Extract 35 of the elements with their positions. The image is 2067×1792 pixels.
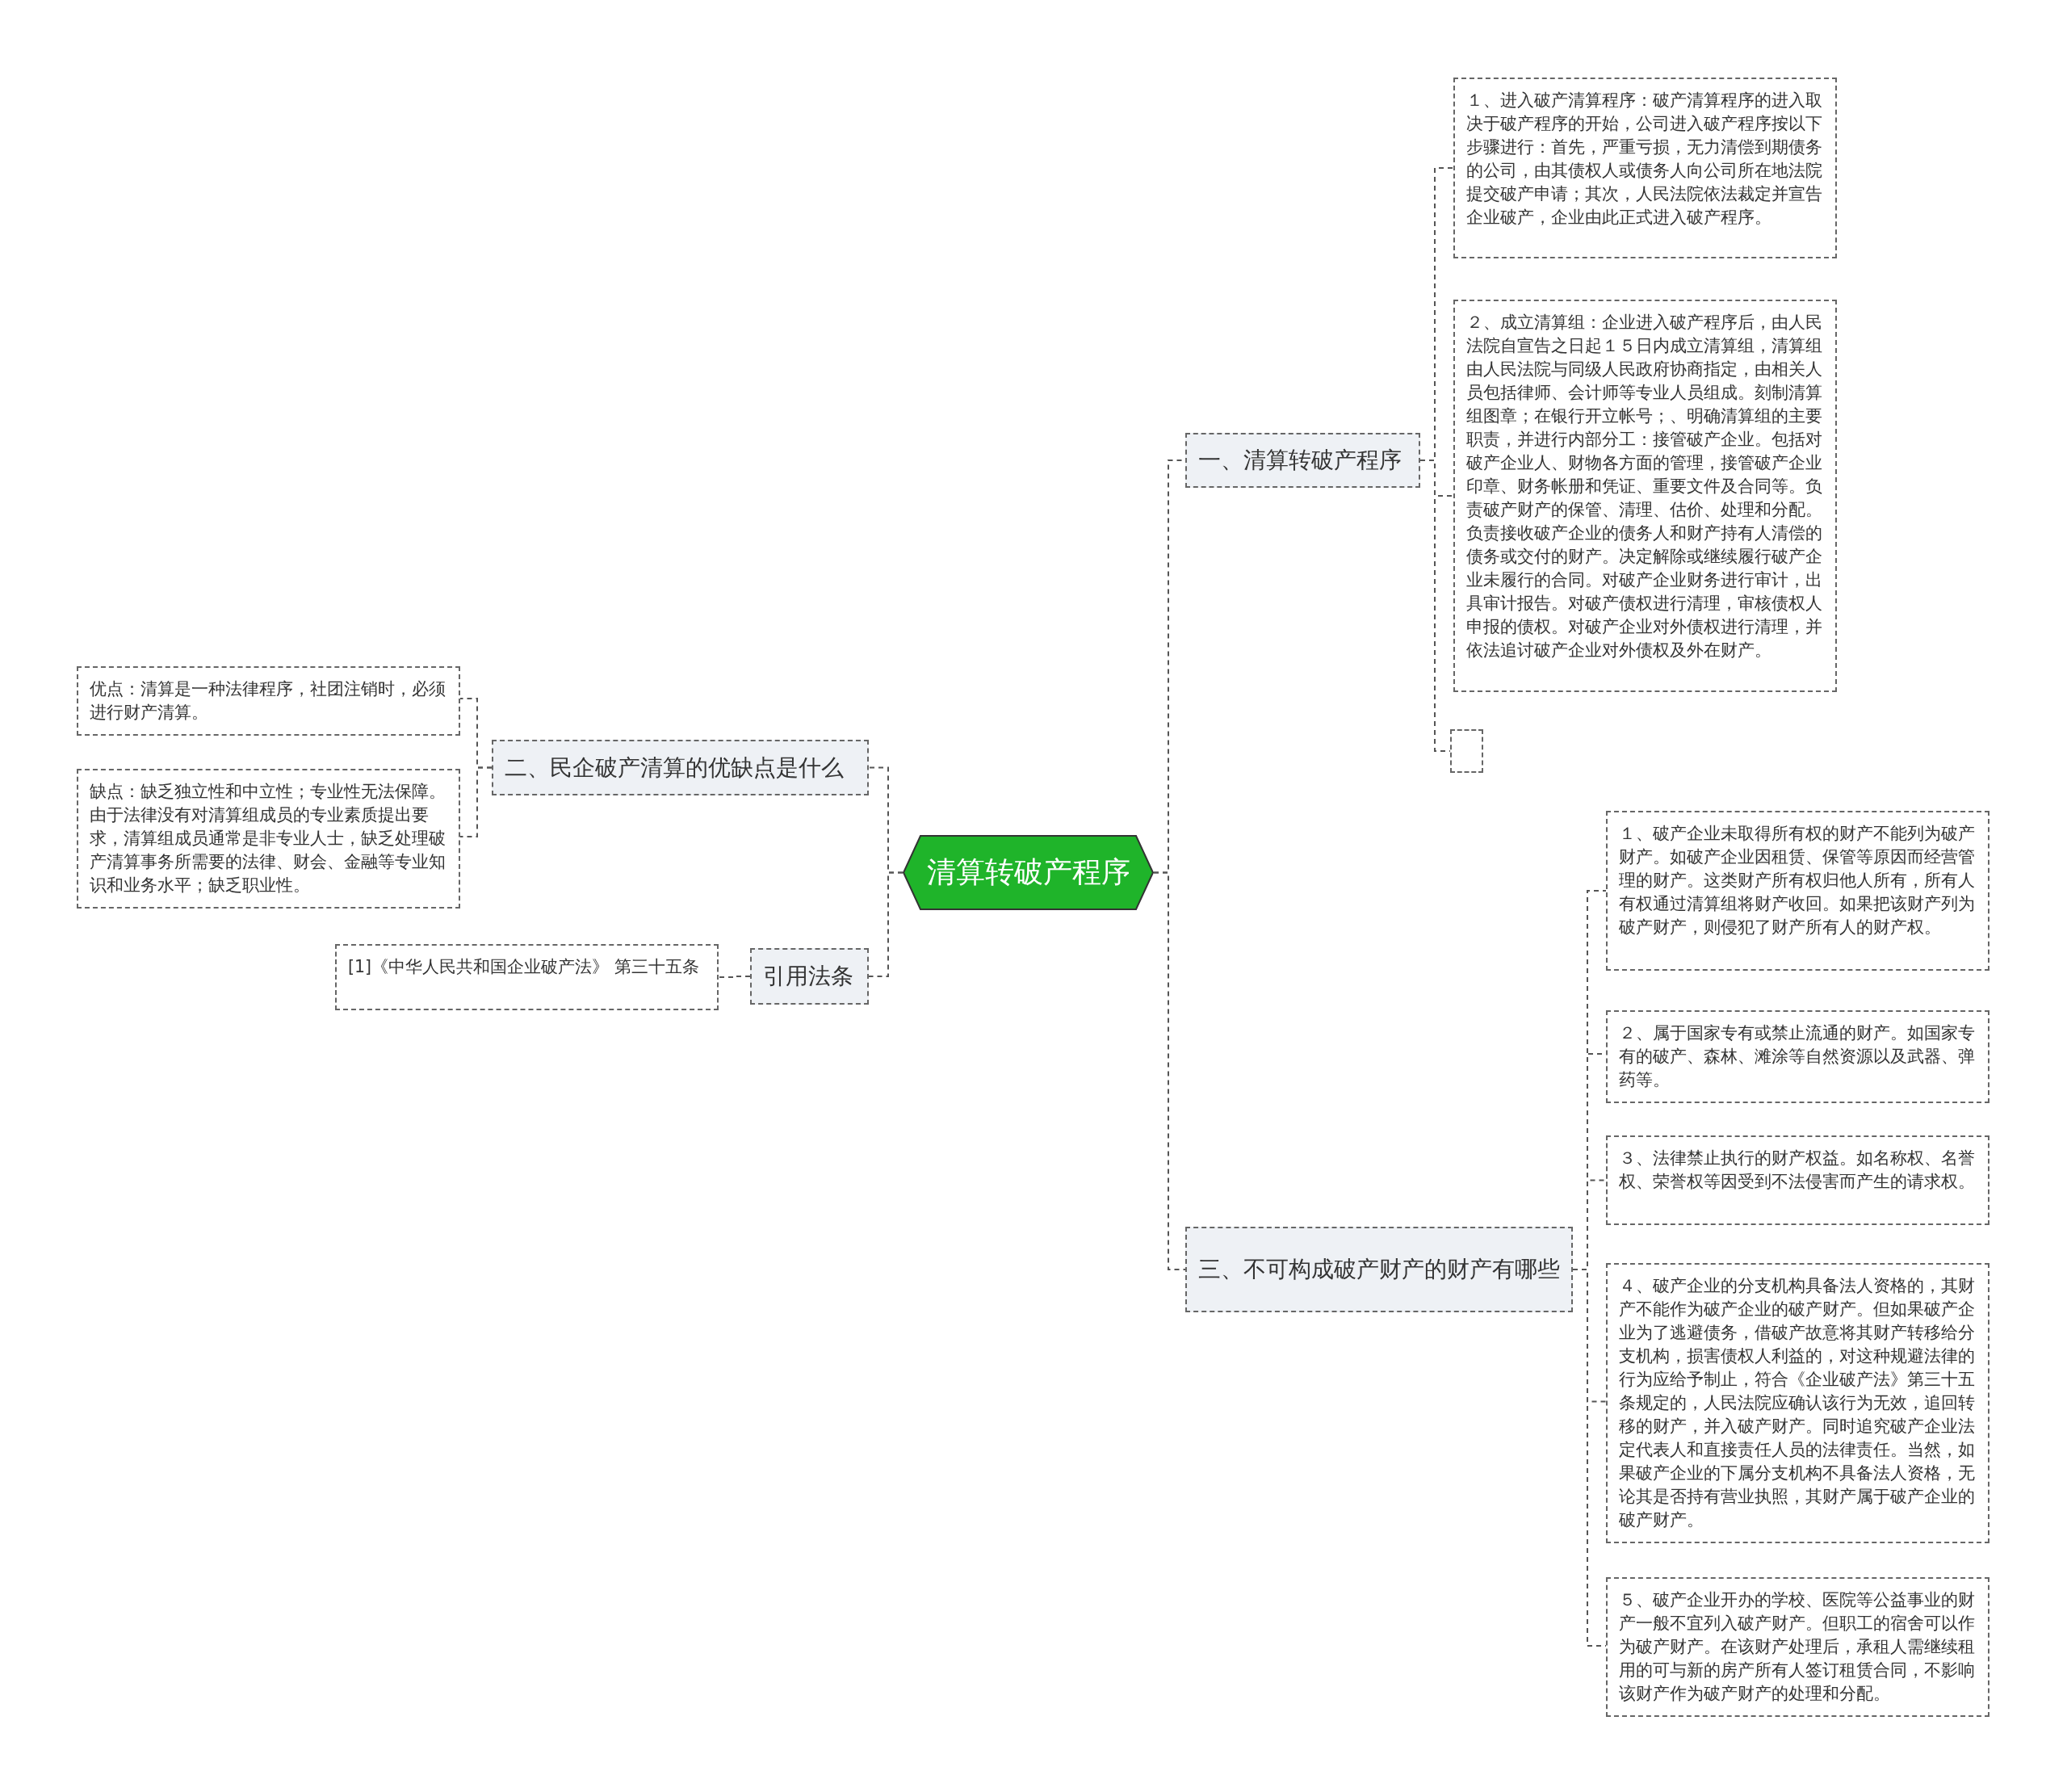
topic-box bbox=[492, 740, 869, 795]
note-box bbox=[1453, 78, 1837, 258]
note-box bbox=[335, 944, 719, 1010]
note-box bbox=[1606, 1135, 1989, 1225]
topic-text: 二、民企破产清算的优缺点是什么 bbox=[505, 753, 844, 783]
note-text: ４、破产企业的分支机构具备法人资格的，其财产不能作为破产企业的破产财产。但如果破产企业为了逃避债务，借破产故意将其财产转移给分支机构，损害债权人利益的，对这种规避法律的行为应给予制止，符合《企业破产法》第三十五条规定的，人民法院应确认该行为无效，追回转移的财产，并入破产财产。同时追究破产企业法定代表人和直接责任人员的法律责任。当然，如果破产企业的下属分支机构不具备法人资格，无论其是否持有营业执照，其财产属于破产企业的破产财产。 bbox=[1619, 1276, 1975, 1530]
note-text: 优点：清算是一种法律程序，社团注销时，必须进行财产清算。 bbox=[90, 679, 446, 722]
topic-text: 引用法条 bbox=[763, 962, 853, 991]
note-box bbox=[1453, 300, 1837, 692]
topic-text: 一、清算转破产程序 bbox=[1198, 446, 1402, 475]
connector-line bbox=[718, 976, 751, 978]
connector-line bbox=[1153, 871, 1186, 1270]
connector-line bbox=[868, 871, 904, 977]
note-box bbox=[77, 769, 460, 909]
note-text: ２、属于国家专有或禁止流通的财产。如国家专有的破产、森林、滩涂等自然资源以及武器、弹药等。 bbox=[1619, 1023, 1975, 1089]
central-topic-hexagon bbox=[903, 835, 1154, 910]
note-text: １、进入破产清算程序：破产清算程序的进入取决于破产程序的开始，公司进入破产程序按以下步骤进行：首先，严重亏损，无力清偿到期债务的公司，由其债权人或债务人向公司所在地法院提交破产申请；其次，人民法院依法裁定并宣告企业破产，企业由此正式进入破产程序。 bbox=[1466, 90, 1822, 227]
note-text: 缺点：缺乏独立性和中立性；专业性无法保障。由于法律没有对清算组成员的专业素质提出要求，清算组成员通常是非专业人士，缺乏处理破产清算事务所需要的法律、财会、金融等专业知识和业务水平；缺乏职业性。 bbox=[90, 782, 446, 895]
topic-text: 三、不可构成破产财产的财产有哪些 bbox=[1198, 1255, 1560, 1284]
note-text: １、破产企业未取得所有权的财产不能列为破产财产。如破产企业因租赁、保管等原因而经营管理的财产。这类财产所有权归他人所有，所有人有权通过清算组将财产收回。如果把该财产列为破产财产，则侵犯了财产所有人的财产权。 bbox=[1619, 824, 1975, 937]
note-box bbox=[1606, 1263, 1989, 1543]
topic-box bbox=[1185, 433, 1420, 488]
note-text: ２、成立清算组：企业进入破产程序后，由人民法院自宣告之日起１５日内成立清算组，清算组由人民法院与同级人民政府协商指定，由相关人员包括律师、会计师等专业人员组成。刻制清算组图章；在银行开立帐号；、明确清算组的主要职责，并进行内部分工：接管破产企业。包括对破产企业人、财物各方面的管理，接管破产企业印章、财务帐册和凭证、重要文件及合同等。负责破产财产的保管、清理、估价、处理和分配。负责接收破产企业的债务人和财产持有人清偿的债务或交付的财产。决定解除或继续履行破产企业未履行的合同。对破产企业财务进行审计，出具审计报告。对破产债权进行清理，审核债权人申报的债权。对破产企业对外债权进行清理，并依法追讨破产企业对外债权及外在财产。 bbox=[1466, 313, 1822, 660]
connector-line bbox=[459, 766, 493, 837]
note-box bbox=[1606, 1577, 1989, 1717]
topic-box bbox=[750, 948, 869, 1005]
empty-box bbox=[1450, 729, 1483, 773]
note-text: [1]《中华人民共和国企业破产法》 第三十五条 bbox=[348, 957, 699, 976]
note-box bbox=[1606, 1010, 1989, 1103]
central-topic-text: 清算转破产程序 bbox=[926, 854, 1130, 890]
note-text: ３、法律禁止执行的财产权益。如名称权、名誉权、荣誉权等因受到不法侵害而产生的请求权。 bbox=[1619, 1148, 1975, 1191]
topic-box bbox=[1185, 1227, 1573, 1312]
note-box bbox=[77, 666, 460, 736]
note-text: ５、破产企业开办的学校、医院等公益事业的财产一般不宜列入破产财产。但职工的宿舍可以作为破产财产。在该财产处理后，承租人需继续租用的可与新的房产所有人签订租赁合同，不影响该财产作为破产财产的处理和分配。 bbox=[1619, 1590, 1975, 1703]
note-box bbox=[1606, 811, 1989, 971]
